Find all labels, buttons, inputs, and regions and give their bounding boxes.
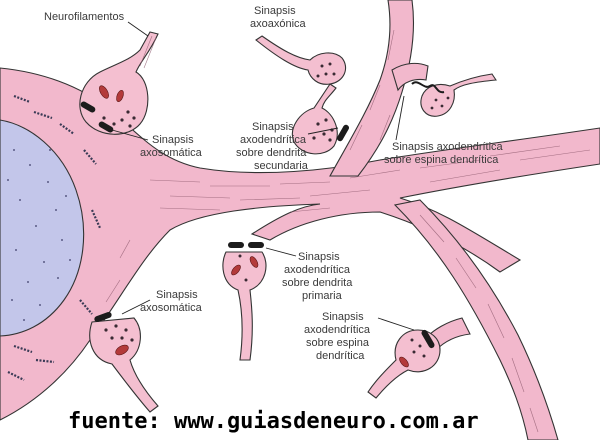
- lower-dendrite: [393, 199, 559, 440]
- neurofibrils: [105, 29, 591, 433]
- terminal-axodendritic-secondary: [292, 83, 338, 155]
- label-axodend-prim-1: Sinapsis: [298, 251, 340, 263]
- label-axosomatica-bot-1: Sinapsis: [156, 289, 198, 301]
- nucleus-granules: [7, 149, 71, 321]
- upper-dendrite-branch: [391, 62, 429, 92]
- terminal-axosomatic-top: [79, 31, 159, 135]
- terminal-axodendritic-spine-top: [411, 73, 497, 117]
- label-axodend-esp-bot-1: Sinapsis: [322, 311, 364, 323]
- source-footer: fuente: www.guiasdeneuro.com.ar: [68, 409, 479, 434]
- synapse-axodendritic-primary-cleft-2: [248, 242, 264, 248]
- er-fragments: [7, 94, 102, 381]
- synapse-axodendritic-spine-bottom-cleft: [421, 329, 435, 349]
- synapse-axodendritic-primary-cleft: [228, 242, 244, 248]
- label-axosomatica-top-2: axosomática: [140, 147, 203, 159]
- terminal-axosomatic-bottom: [89, 317, 159, 413]
- label-axodend-prim-3: sobre dendrita: [282, 277, 353, 289]
- label-axodend-esp-top-2: sobre espina dendrítica: [384, 154, 499, 166]
- label-axosomatica-bot-2: axosomática: [140, 302, 203, 314]
- label-axoaxonica-1: Sinapsis: [254, 5, 296, 17]
- label-axodend-prim-4: primaria: [302, 290, 343, 302]
- upper-dendrite: [329, 0, 415, 177]
- label-axodend-sec-2: axodendrítica: [240, 134, 307, 146]
- cell-body: [0, 67, 600, 421]
- label-axosomatica-top-1: Sinapsis: [152, 134, 194, 146]
- label-neurofilamentos: Neurofilamentos: [44, 11, 125, 23]
- synapse-axosomatic-top-cleft-2: [98, 121, 114, 133]
- terminal-axoaxonic: [255, 35, 347, 85]
- label-axodend-esp-top-1: Sinapsis axodendrítica: [392, 141, 504, 153]
- synapse-axosomatic-bottom-cleft: [94, 311, 112, 323]
- terminal-axodendritic-spine-bottom: [367, 329, 441, 399]
- label-axodend-prim-2: axodendrítica: [284, 264, 351, 276]
- terminal-axodendritic-primary: [222, 251, 267, 361]
- label-axodend-sec-4: secundaria: [254, 160, 309, 172]
- label-axodend-esp-bot-3: sobre espina: [306, 337, 370, 349]
- label-axoaxonica-2: axoaxónica: [250, 18, 307, 30]
- label-axodend-esp-bot-2: axodendrítica: [304, 324, 371, 336]
- label-axodend-esp-bot-4: dendrítica: [316, 350, 365, 362]
- nucleus: [0, 119, 85, 337]
- label-axodend-sec-1: Sinapsis: [252, 121, 294, 133]
- synapse-axodendritic-secondary-cleft: [337, 124, 349, 142]
- synapse-axosomatic-top-cleft: [80, 101, 96, 113]
- label-axodend-sec-3: sobre dendrita: [236, 147, 307, 159]
